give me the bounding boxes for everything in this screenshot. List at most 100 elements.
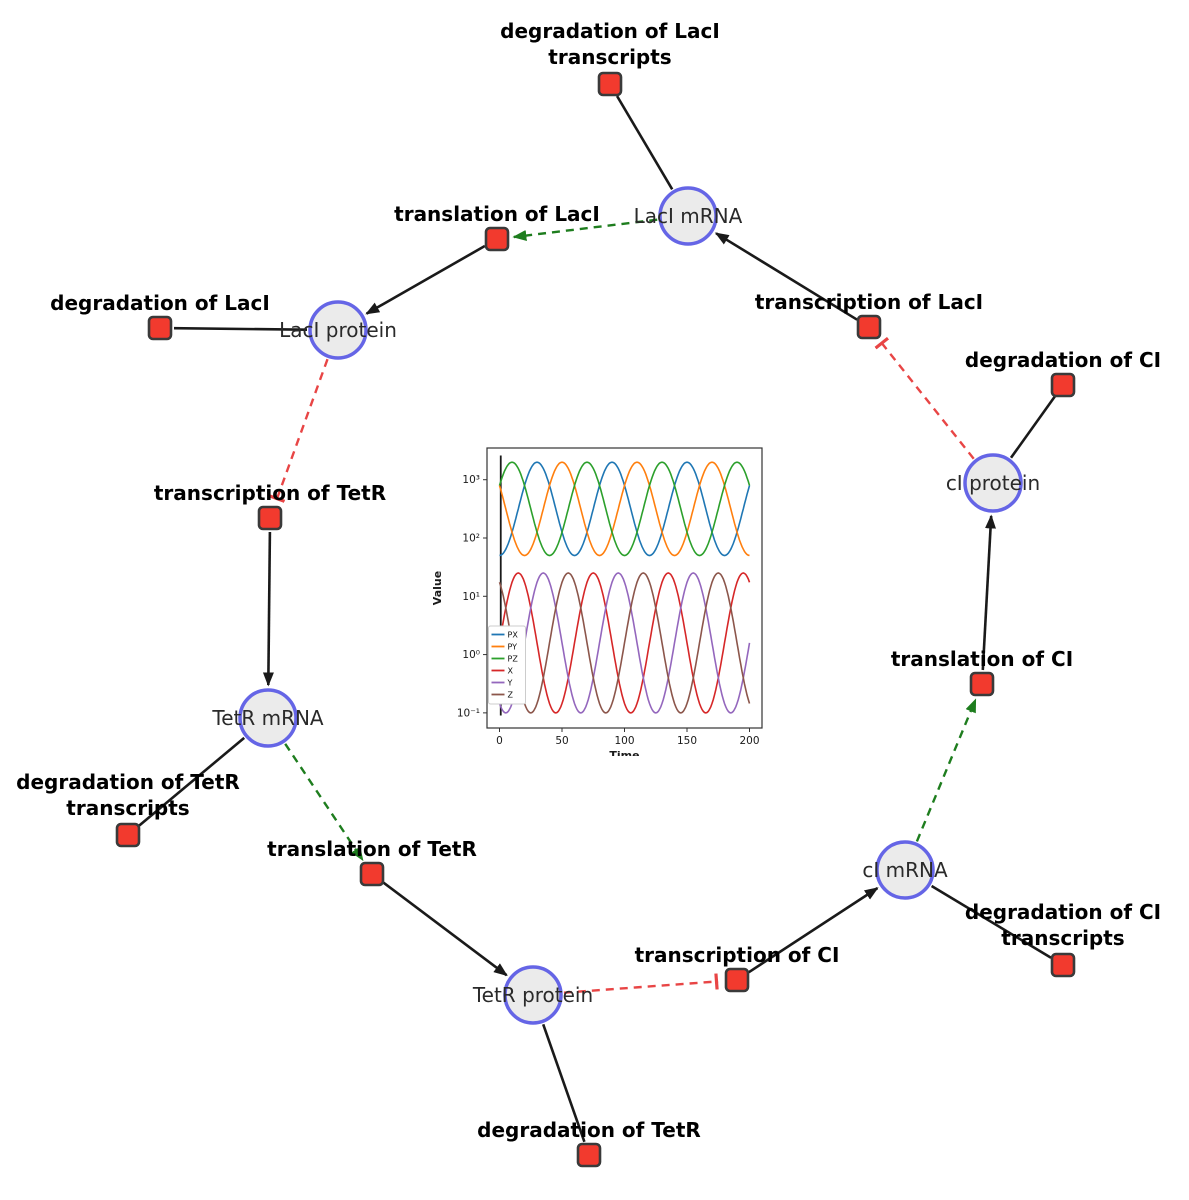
species-node-tetr_prot[interactable] (503, 965, 563, 1025)
species-node-ci_mrna[interactable] (875, 840, 935, 900)
series-line-PY (498, 461, 750, 557)
edge-product-tscr_tetr-tetr_mrna (262, 531, 274, 687)
x-tick-label-3: 150 (677, 735, 697, 747)
y-tick-label-4: 10³ (462, 474, 480, 486)
reaction-label-line: degradation of LacI (50, 291, 270, 315)
edge-product-tscr_ci-ci_mrna (747, 887, 879, 974)
x-axis-label: Time (609, 749, 639, 756)
reaction-label-line: degradation of CI (965, 900, 1161, 924)
plot-background (487, 448, 762, 728)
edge-reactant-laci_prot-deg_laci (173, 326, 308, 331)
reaction-label-line: degradation of LacI (500, 19, 720, 43)
reaction-label-line: degradation of CI (965, 348, 1161, 372)
edge-reactant-tetr_mrna-deg_tetr_tx (137, 736, 246, 827)
species-node-tetr_mrna[interactable] (238, 688, 298, 748)
edge-reactant-ci_mrna-deg_ci_tx (930, 884, 1052, 959)
edges-layer (137, 95, 1056, 1143)
edge-modifier-tetr_mrna-transl_tetr (284, 743, 364, 862)
x-tick-label-0: 0 (496, 735, 503, 747)
reaction-node-deg_tetr_tx[interactable] (115, 822, 141, 848)
reaction-label-line: translation of TetR (267, 837, 477, 861)
reaction-node-tscr_laci[interactable] (856, 314, 882, 340)
edge-product-tscr_laci-laci_mrna (714, 232, 858, 321)
y-tick-label-0: 10⁻¹ (457, 707, 480, 719)
species-node-laci_mrna[interactable] (658, 186, 718, 246)
reaction-label-line: transcription of TetR (154, 481, 386, 505)
edge-inhibitor-ci_prot-tscr_laci (874, 336, 975, 460)
y-tick-label-3: 10² (462, 533, 480, 545)
reaction-node-deg_ci_tx[interactable] (1050, 952, 1076, 978)
reaction-node-deg_ci[interactable] (1050, 372, 1076, 398)
reaction-label-deg_laci: degradation of LacI (50, 291, 270, 315)
reaction-node-tscr_tetr[interactable] (257, 505, 283, 531)
legend-label-X: X (508, 666, 514, 675)
reaction-label-tscr_laci: transcription of LacI (755, 290, 983, 314)
edge-modifier-laci_mrna-transl_laci (512, 218, 658, 241)
reaction-label-transl_tetr: translation of TetR (267, 837, 477, 861)
legend-label-Z: Z (508, 690, 514, 699)
reaction-label-transl_laci: translation of LacI (394, 202, 600, 226)
species-node-laci_prot[interactable] (308, 300, 368, 360)
species-label-tetr_prot: TetR protein (472, 983, 593, 1007)
x-tick-label-4: 200 (739, 735, 759, 747)
x-tick-label-2: 100 (614, 735, 634, 747)
edge-modifier-ci_mrna-transl_ci (915, 698, 977, 842)
reaction-label-line: transcripts (548, 45, 671, 69)
reaction-node-transl_ci[interactable] (969, 671, 995, 697)
series-line-Y (498, 572, 751, 714)
reaction-label-line: transcription of CI (635, 943, 840, 967)
reaction-label-line: translation of LacI (394, 202, 600, 226)
legend-label-PZ: PZ (508, 654, 519, 663)
species-label-laci_prot: LacI protein (279, 318, 397, 342)
nodes-layer (115, 71, 1076, 1168)
series-line-X (498, 572, 751, 714)
series-line-Z (498, 572, 751, 714)
reaction-node-transl_laci[interactable] (484, 226, 510, 252)
edge-reactant-ci_prot-deg_ci (1009, 395, 1056, 459)
series-line-PZ (498, 461, 751, 557)
edge-reactant-laci_mrna-deg_laci_tx (615, 95, 674, 190)
edge-product-transl_tetr-tetr_prot (382, 881, 508, 977)
reaction-label-tscr_ci: transcription of CI (635, 943, 840, 967)
reaction-node-deg_laci_tx[interactable] (597, 71, 623, 97)
reaction-label-line: degradation of TetR (16, 770, 240, 794)
legend-label-Y: Y (507, 678, 513, 687)
species-node-ci_prot[interactable] (963, 453, 1023, 513)
plot-frame (486, 447, 763, 729)
edge-inhibitor-tetr_prot-tscr_ci (563, 973, 719, 994)
reaction-label-line: translation of CI (891, 647, 1073, 671)
edge-product-transl_laci-laci_prot (365, 244, 486, 315)
reaction-label-tscr_tetr: transcription of TetR (154, 481, 386, 505)
species-label-tetr_mrna: TetR mRNA (211, 706, 324, 730)
reaction-node-deg_laci[interactable] (147, 315, 173, 341)
edge-product-transl_ci-ci_prot (981, 514, 997, 671)
x-tick-label-1: 50 (555, 735, 568, 747)
reaction-label-transl_ci: translation of CI (891, 647, 1073, 671)
species-label-laci_mrna: LacI mRNA (634, 204, 743, 228)
y-tick-label-1: 10⁰ (462, 649, 480, 661)
reaction-label-line: degradation of TetR (477, 1118, 701, 1142)
edge-reactant-tetr_prot-deg_tetr (541, 1023, 586, 1143)
y-axis-label: Value (431, 571, 444, 605)
y-tick-label-2: 10¹ (462, 591, 480, 603)
species-label-ci_mrna: cI mRNA (862, 858, 948, 882)
edge-inhibitor-laci_prot-tscr_tetr (268, 358, 329, 503)
reaction-label-line: transcription of LacI (755, 290, 983, 314)
legend-box (488, 625, 526, 705)
reaction-node-transl_tetr[interactable] (359, 861, 385, 887)
reaction-label-line: transcripts (66, 796, 189, 820)
reaction-label-deg_ci: degradation of CI (965, 348, 1161, 372)
legend-label-PY: PY (508, 642, 518, 651)
reaction-node-tscr_ci[interactable] (724, 967, 750, 993)
species-label-ci_prot: cI protein (946, 471, 1040, 495)
reaction-node-deg_tetr[interactable] (576, 1142, 602, 1168)
reaction-label-deg_tetr: degradation of TetR (477, 1118, 701, 1142)
